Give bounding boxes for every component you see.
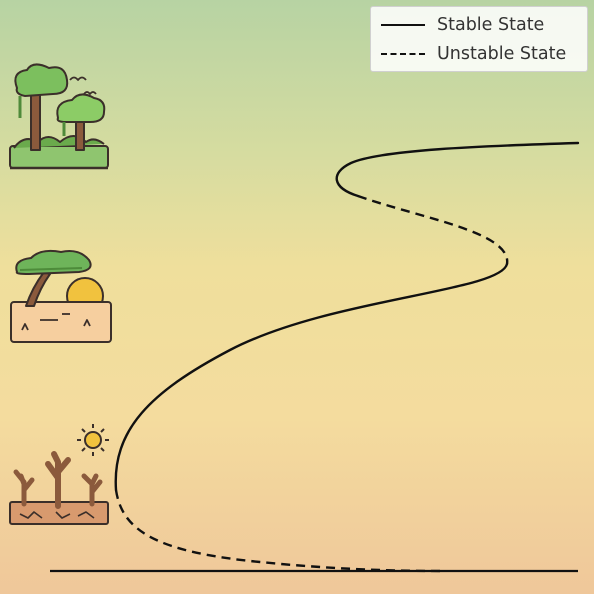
legend-item-unstable: Unstable State [371, 42, 589, 66]
legend-item-stable: Stable State [371, 13, 589, 37]
lower-unstable-branch [114, 489, 441, 573]
barren-land-icon [9, 451, 109, 525]
forest-icon [9, 63, 109, 170]
legend-label-stable: Stable State [437, 15, 545, 35]
middle-stable-branch [114, 262, 509, 492]
upper-unstable-branch [357, 194, 509, 265]
legend-label-unstable: Unstable State [437, 44, 567, 64]
sun-icon [77, 424, 109, 456]
dashed-line-swatch [381, 53, 425, 55]
upper-stable-branch [335, 141, 580, 198]
savanna-icon [10, 249, 112, 343]
solid-line-swatch [381, 24, 425, 26]
legend: Stable State Unstable State [370, 6, 588, 72]
